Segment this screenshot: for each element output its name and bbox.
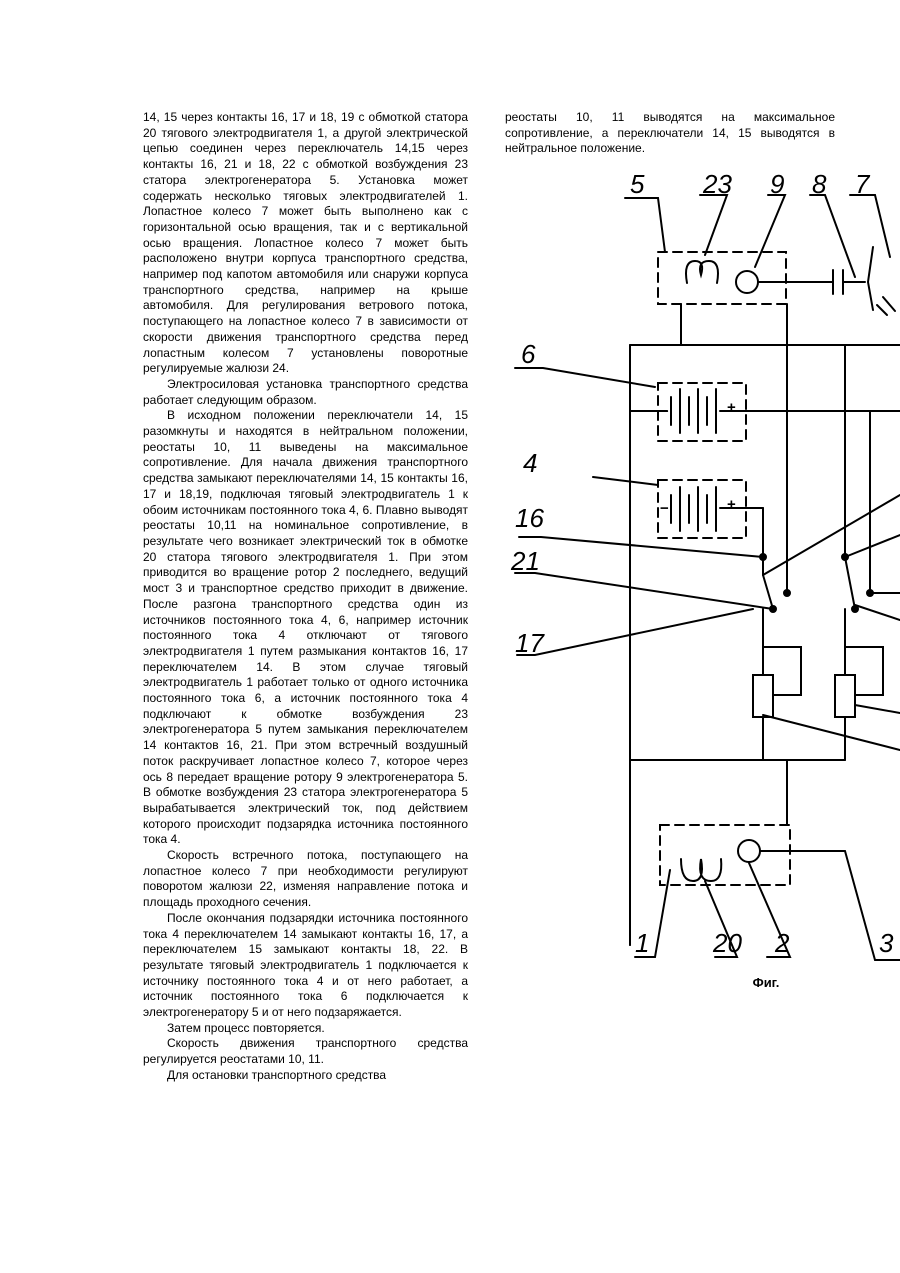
label-9: 9 <box>770 169 784 199</box>
excitation-winding <box>686 261 718 283</box>
label-16: 16 <box>515 503 544 533</box>
paragraph: Скорость встречного потока, поступающего… <box>143 848 468 911</box>
vane-wheel <box>868 247 873 310</box>
paragraph: В исходном положении переключатели 14, 1… <box>143 408 468 848</box>
paragraph: Скорость движения транспортного средства… <box>143 1036 468 1067</box>
label-23: 23 <box>702 169 732 199</box>
label-5: 5 <box>630 169 645 199</box>
label-17: 17 <box>515 628 545 658</box>
rheostat-10 <box>753 675 773 717</box>
label-20: 20 <box>712 928 742 958</box>
generator-box <box>658 252 786 304</box>
label-7: 7 <box>855 169 871 199</box>
stator-winding-20 <box>681 859 721 881</box>
battery-6-plus: + <box>727 399 736 416</box>
label-21: 21 <box>510 546 540 576</box>
left-text-column: 14, 15 через контакты 16, 17 и 18, 19 с … <box>143 110 468 1084</box>
figure-caption: Фиг. <box>740 975 792 990</box>
label-3: 3 <box>879 928 894 958</box>
motor-rotor <box>738 840 760 862</box>
rheostat-11 <box>835 675 855 717</box>
right-paragraph: реостаты 10, 11 выводятся на максимально… <box>505 110 835 157</box>
battery-4-minus: − <box>660 500 669 517</box>
label-8: 8 <box>812 169 827 199</box>
label-4: 4 <box>523 448 537 478</box>
circuit-diagram: 5 23 9 8 7 6 4 16 21 17 1 20 2 3 − + − + <box>505 165 900 965</box>
paragraph: После окончания подзарядки источника пос… <box>143 911 468 1021</box>
paragraph: Для остановки транспортного средства <box>143 1068 468 1084</box>
label-1: 1 <box>635 928 649 958</box>
paragraph: 14, 15 через контакты 16, 17 и 18, 19 с … <box>143 110 468 377</box>
generator-rotor <box>736 271 758 293</box>
label-6: 6 <box>521 339 536 369</box>
paragraph: Затем процесс повторяется. <box>143 1021 468 1037</box>
paragraph: Электросиловая установка транспортного с… <box>143 377 468 408</box>
battery-4-plus: + <box>727 496 736 513</box>
label-2: 2 <box>774 928 790 958</box>
right-text-column: реостаты 10, 11 выводятся на максимально… <box>505 110 835 157</box>
motor-box <box>660 825 790 885</box>
battery-6-minus: − <box>660 403 669 420</box>
